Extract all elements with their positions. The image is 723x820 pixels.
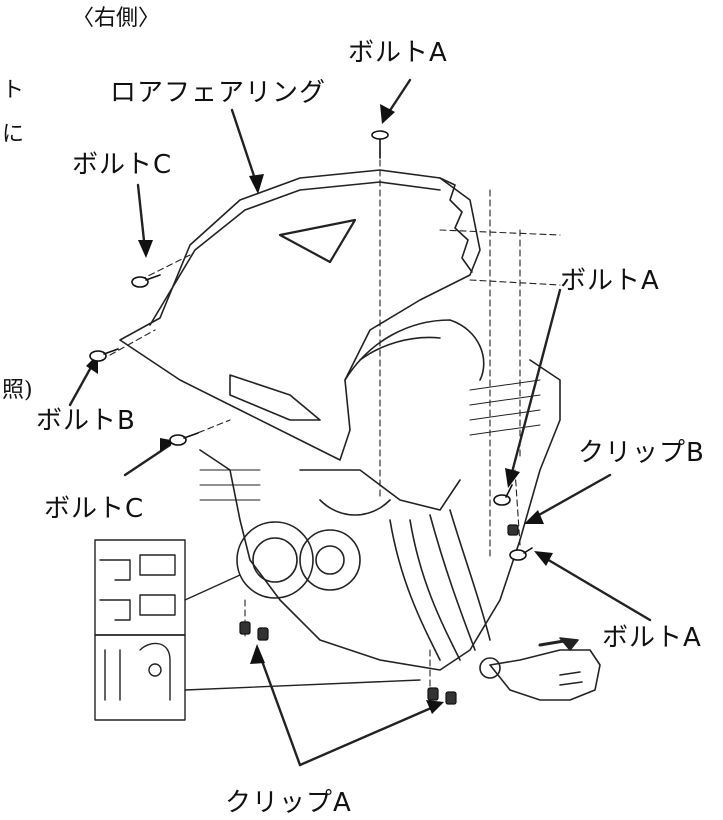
clip-icon [239, 524, 519, 705]
cropped-text-fragment: 照) [2, 378, 33, 403]
bolt-c-top-label: ボルトC [72, 150, 173, 180]
engine-block [199, 359, 561, 671]
bolt-a-top-label: ボルトA [348, 38, 448, 68]
clip-b-label: クリップB [578, 438, 705, 468]
lower-fairing-panel [119, 169, 481, 461]
bolt-a-bottom-leader [538, 553, 652, 622]
cropped-text-fragment: ト [2, 78, 25, 103]
arrow-icon [380, 104, 395, 124]
clip-b-leader [528, 473, 612, 522]
arrow-icon [249, 174, 264, 194]
fairing-vent [278, 218, 357, 264]
fairing-leader [230, 108, 260, 190]
clip-a-leader-left [256, 648, 302, 767]
arrow-icon [505, 468, 520, 488]
clip-a-leader-right [298, 703, 440, 767]
bolt-icon [89, 130, 533, 561]
bolt-a-bottom-label: ボルトA [602, 623, 702, 653]
clip-detail-inset [94, 539, 421, 721]
bolt-b-label: ボルトB [36, 406, 136, 436]
clip-a-label: クリップA [225, 788, 352, 818]
side-indicator: 〈右側〉 [72, 6, 161, 31]
bolt-c-bottom-label: ボルトC [44, 494, 145, 524]
bolt-c-top-leader [136, 183, 147, 252]
arrow-icon [250, 644, 265, 664]
arrow-icon [138, 240, 153, 258]
arrow-icon [524, 510, 544, 524]
bolt-a-mid-label: ボルトA [560, 266, 660, 296]
lower-fairing-label: ロアフェアリング [110, 78, 327, 108]
bolt-a-mid-leader [508, 288, 562, 482]
arrow-icon [534, 551, 553, 566]
hand-with-tool [489, 649, 601, 701]
arrow-icon [426, 700, 444, 714]
cropped-text-fragment: に [2, 122, 25, 147]
